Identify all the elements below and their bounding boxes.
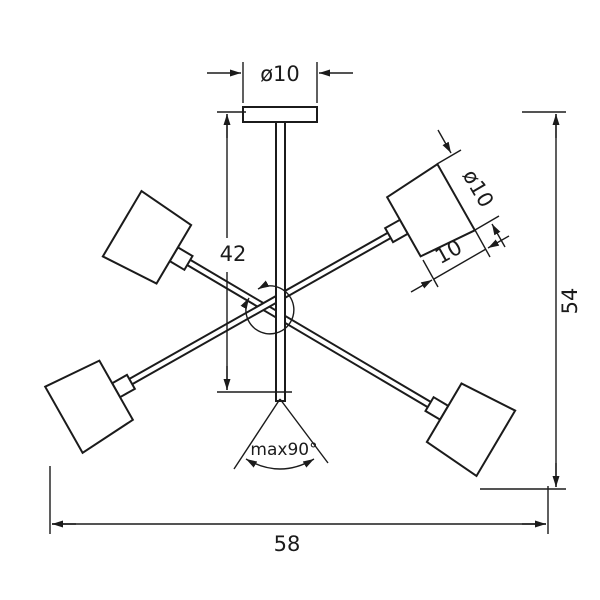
arrow-line [437, 129, 452, 154]
arrow-line [410, 279, 433, 293]
arrow-line [487, 235, 510, 249]
angle-leg-line [279, 398, 329, 464]
lamp-shade-lower-left [43, 359, 137, 455]
angle-arc [245, 458, 315, 470]
shade-diameter-label: ø10 [458, 165, 499, 211]
angle-leg-line [233, 398, 281, 470]
dim-total-width: 58 [49, 466, 549, 556]
ceiling-canopy [242, 106, 318, 123]
total-width-label: 58 [274, 532, 301, 556]
swivel-angle-label: max90° [250, 440, 317, 460]
shade-body [425, 382, 517, 478]
shade-body [43, 359, 135, 455]
extension-line [474, 229, 491, 258]
extension-line [422, 259, 439, 288]
lamp-body [43, 106, 517, 478]
lamp-shade-upper-right [383, 162, 477, 258]
total-height-label: 54 [558, 288, 582, 315]
lamp-stem [275, 119, 286, 402]
lamp-shade-upper-left [101, 189, 194, 285]
dim-total-height: 54 [480, 111, 582, 490]
rotation-indicator-arc [240, 280, 295, 335]
stem-length-label: 42 [220, 242, 247, 266]
shade-body [385, 162, 477, 258]
dim-canopy-diameter: ø10 [207, 62, 353, 103]
canopy-diameter-label: ø10 [260, 62, 300, 86]
dimension-line [433, 248, 487, 280]
shade-body [101, 189, 193, 285]
dim-stem-length: 42 [217, 111, 292, 393]
extension-line [474, 215, 500, 231]
extension-line [436, 149, 462, 165]
arrow-line [491, 223, 506, 248]
lamp-shade-lower-right [424, 382, 517, 478]
swivel-angle-annotation: max90° [233, 398, 329, 470]
